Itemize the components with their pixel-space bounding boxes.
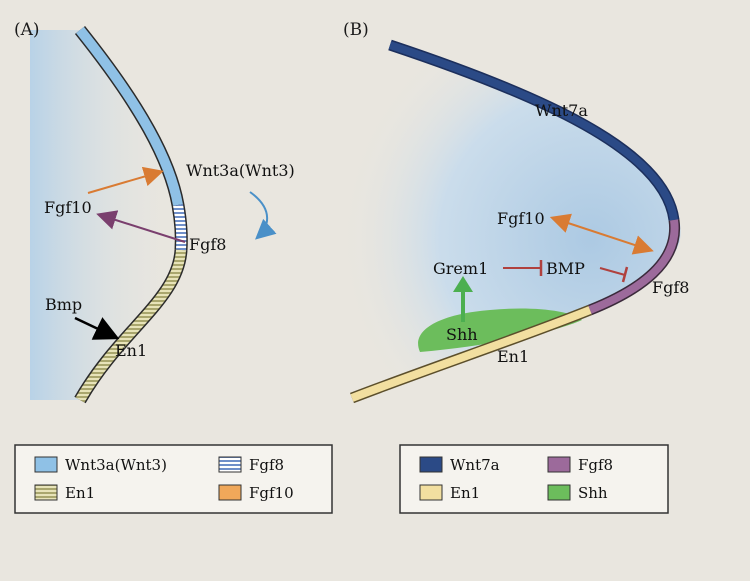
panel-b-label-fgf8: Fgf8 (652, 278, 689, 297)
panel-a-label: (A) (14, 20, 40, 40)
panel-a-label-fgf8: Fgf8 (189, 235, 226, 254)
panel-b-label-wnt7a: Wnt7a (535, 101, 588, 120)
fgf10-fgf8-double-arrow (549, 213, 654, 255)
legend-a-label-fgf10: Fgf10 (249, 484, 294, 502)
panel-b-label-bmp: BMP (546, 259, 585, 278)
legend-b: Wnt7a Fgf8 En1 Shh (399, 444, 669, 514)
panel-a-label-en1: En1 (115, 341, 147, 360)
fgf10-to-wnt3a-arrow (87, 166, 164, 194)
legend-b-label-wnt7a: Wnt7a (450, 456, 500, 474)
panel-a-label-wnt3a: Wnt3a(Wnt3) (186, 161, 295, 180)
legend-b-item-shh: Shh (547, 484, 608, 502)
shh-to-grem1-arrowhead (453, 276, 473, 292)
legend-a-item-wnt3a: Wnt3a(Wnt3) (34, 456, 167, 474)
legend-a-label-en1: En1 (65, 484, 95, 502)
panel-b-label: (B) (343, 20, 369, 40)
legend-b-label-fgf8: Fgf8 (578, 456, 613, 474)
legend-a-item-fgf8: Fgf8 (218, 456, 284, 474)
panel-a-label-fgf10: Fgf10 (44, 198, 92, 217)
panel-b-label-en1: En1 (497, 347, 529, 366)
legend-a-label-wnt3a: Wnt3a(Wnt3) (65, 456, 167, 474)
legend-b-item-wnt7a: Wnt7a (419, 456, 500, 474)
legend-b-item-en1: En1 (419, 484, 480, 502)
panel-a-label-bmp: Bmp (45, 295, 82, 314)
shh-zone (418, 308, 582, 352)
legend-a: Wnt3a(Wnt3) Fgf8 En1 Fgf10 (14, 444, 333, 514)
legend-b-item-fgf8: Fgf8 (547, 456, 613, 474)
fgf8-inhibits-bmp (599, 267, 626, 276)
bmp-arrow (74, 316, 120, 340)
legend-b-label-shh: Shh (578, 484, 608, 502)
legend-a-label-fgf8: Fgf8 (249, 456, 284, 474)
panel-b-label-shh: Shh (446, 325, 478, 344)
fgf8-inhibit-bar (621, 266, 629, 283)
fgf8-to-fgf10-arrow (96, 210, 186, 243)
legend-a-item-en1: En1 (34, 484, 95, 502)
wnt3a-to-fgf8-curved-arrow (249, 191, 277, 240)
legend-b-label-en1: En1 (450, 484, 480, 502)
panel-b-label-fgf10: Fgf10 (497, 209, 545, 228)
legend-a-item-fgf10: Fgf10 (218, 484, 294, 502)
panel-b-label-grem1: Grem1 (433, 259, 488, 278)
